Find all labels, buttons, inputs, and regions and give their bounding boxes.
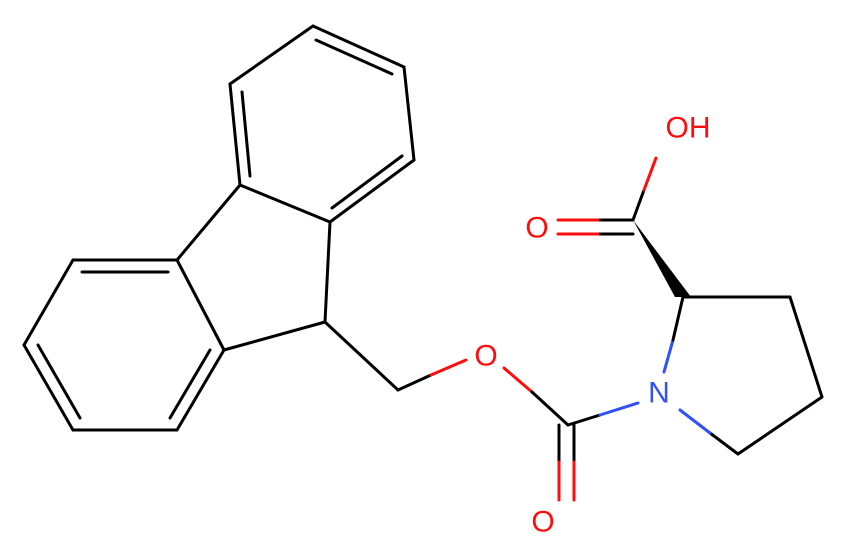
fluorene-five-ring	[175, 183, 332, 352]
bond	[228, 82, 242, 187]
carbamate-carbonyl	[557, 401, 640, 502]
carboxylic-acid	[556, 156, 658, 236]
bond	[311, 24, 406, 69]
fluorene-top-ring	[228, 24, 416, 224]
bond	[598, 401, 640, 417]
bond	[238, 183, 332, 224]
bond	[530, 390, 570, 427]
bond	[671, 295, 685, 342]
bond	[678, 408, 712, 435]
bond	[736, 395, 824, 456]
hydroxyl-label: OH	[666, 112, 711, 145]
bond	[175, 258, 226, 352]
bond	[323, 220, 332, 324]
bond	[566, 413, 602, 427]
double-bond-inner	[330, 154, 404, 210]
bond	[228, 24, 315, 86]
bond	[502, 366, 534, 394]
bond	[175, 183, 242, 262]
pyrrolidine-ring	[662, 295, 824, 456]
double-bond-inner	[168, 348, 212, 420]
carboxyl-oxygen-label: O	[525, 212, 548, 245]
double-bond-inner	[240, 90, 252, 178]
bond	[662, 338, 675, 374]
bond	[222, 320, 327, 352]
bond	[788, 295, 824, 399]
bond	[396, 373, 433, 392]
fluorene-bottom-ring	[22, 258, 226, 432]
methylene-linker	[323, 320, 570, 427]
nitrogen-label: N	[648, 377, 670, 410]
double-bond-inner	[36, 343, 82, 420]
bond	[631, 188, 646, 222]
bond	[402, 65, 416, 162]
bond	[323, 320, 400, 392]
bond	[429, 358, 468, 377]
bond	[22, 343, 75, 432]
bond	[328, 158, 416, 224]
ester-oxygen-label: O	[474, 340, 497, 373]
bond	[708, 431, 740, 456]
bond	[175, 348, 226, 432]
double-bond-inner	[314, 38, 394, 76]
bond	[22, 258, 75, 347]
bond	[642, 156, 658, 192]
carbonyl-oxygen-label: O	[531, 506, 554, 539]
stereo-wedge-bond	[633, 220, 691, 297]
